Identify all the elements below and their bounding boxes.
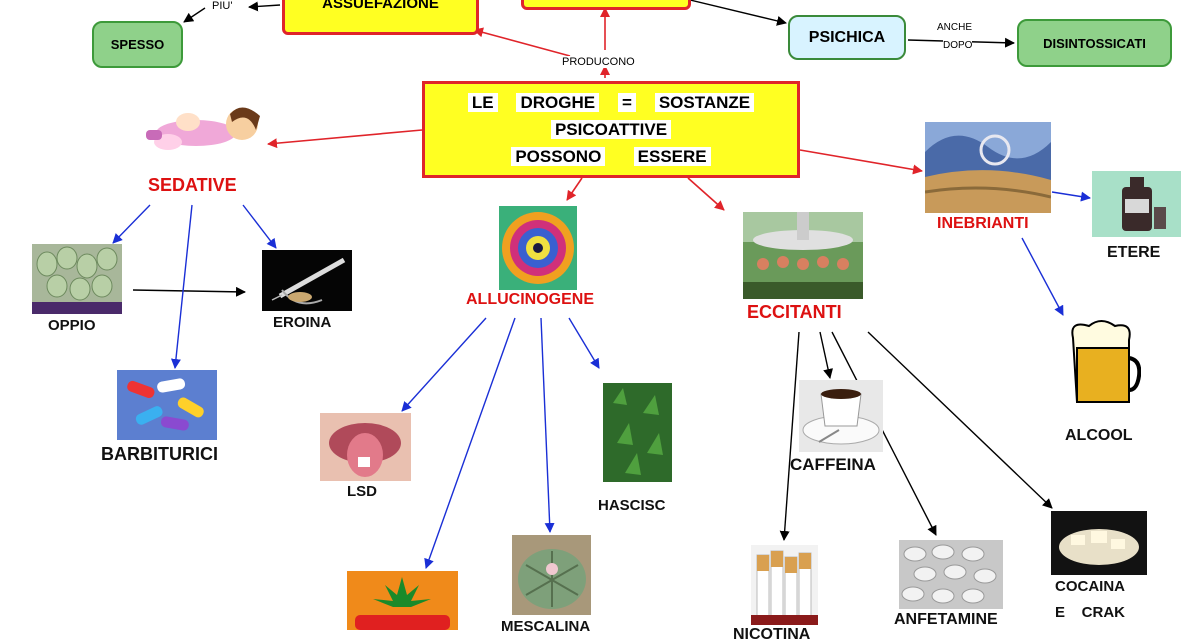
marijuana-package-image <box>347 571 458 630</box>
category-inebrianti: INEBRIANTI <box>937 215 1029 232</box>
node-spesso: SPESSO <box>92 21 183 68</box>
node-assuefazione: ASSUEFAZIONE <box>282 0 479 35</box>
node-spesso-label: SPESSO <box>110 37 165 52</box>
label-cocaina: COCAINA <box>1055 578 1125 595</box>
connector-arrows <box>112 0 1091 569</box>
label-caffeina: CAFFEINA <box>790 455 876 474</box>
label-e-crak: E CRAK <box>1055 604 1126 621</box>
central-word-essere: ESSERE <box>633 147 711 166</box>
node-assuefazione-label: ASSUEFAZIONE <box>322 0 439 12</box>
ether-bottle-image <box>1092 171 1181 237</box>
category-eccitanti: ECCITANTI <box>747 302 842 322</box>
opium-poppy-image <box>32 244 122 314</box>
label-barbiturici: BARBITURICI <box>101 444 218 464</box>
category-allucinogene: ALLUCINOGENE <box>466 291 594 308</box>
label-anfetamine: ANFETAMINE <box>894 611 998 628</box>
central-word-droghe: DROGHE <box>516 93 600 112</box>
label-alcool: ALCOOL <box>1065 427 1133 444</box>
label-oppio: OPPIO <box>48 317 96 334</box>
central-word-equals: = <box>618 93 636 112</box>
label-hascisc: HASCISC <box>598 497 666 514</box>
central-node: LE DROGHE = SOSTANZE PSICOATTIVE POSSONO… <box>422 81 800 178</box>
cocaine-image <box>1051 511 1147 575</box>
mescaline-cactus-image <box>512 535 591 615</box>
amusement-ride-image <box>743 212 863 299</box>
node-dipendenza <box>521 0 691 10</box>
psychedelic-swirl-image <box>499 206 577 290</box>
node-psichica: PSICHICA <box>788 15 906 60</box>
label-etere: ETERE <box>1107 244 1161 261</box>
cigarettes-image <box>751 545 818 625</box>
label-piu: PIU' <box>212 0 233 12</box>
central-word-possono: POSSONO <box>511 147 606 166</box>
label-lsd: LSD <box>347 483 377 500</box>
central-line-1: LE DROGHE = SOSTANZE <box>467 89 755 116</box>
sleeping-person-image <box>138 100 266 158</box>
central-word-sostanze: SOSTANZE <box>654 93 755 112</box>
lsd-tongue-image <box>320 413 411 481</box>
label-anche: ANCHE <box>937 22 973 33</box>
node-psichica-label: PSICHICA <box>808 28 886 46</box>
central-word-psicoattive: PSICOATTIVE <box>550 120 672 139</box>
label-nicotina: NICOTINA <box>733 626 811 643</box>
label-mescalina: MESCALINA <box>501 618 591 635</box>
coffee-cup-image <box>799 380 883 452</box>
category-sedative: SEDATIVE <box>148 175 237 195</box>
label-dopo: DOPO <box>943 40 973 51</box>
beer-mug-image <box>1063 318 1141 408</box>
central-word-le: LE <box>467 93 498 112</box>
heroin-syringe-image <box>262 250 352 311</box>
amphetamine-pills-image <box>899 540 1003 609</box>
central-line-3: POSSONO ESSERE <box>511 143 711 170</box>
central-line-2: PSICOATTIVE <box>550 116 672 143</box>
node-disintossicati-label: DISINTOSSICATI <box>1043 35 1146 51</box>
node-disintossicati: DISINTOSSICATI <box>1017 19 1172 67</box>
barbiturate-pills-image <box>117 370 217 440</box>
cannabis-plant-image <box>603 383 672 482</box>
label-eroina: EROINA <box>273 314 332 331</box>
label-producono: PRODUCONO <box>562 56 635 68</box>
starry-night-image <box>925 122 1051 213</box>
